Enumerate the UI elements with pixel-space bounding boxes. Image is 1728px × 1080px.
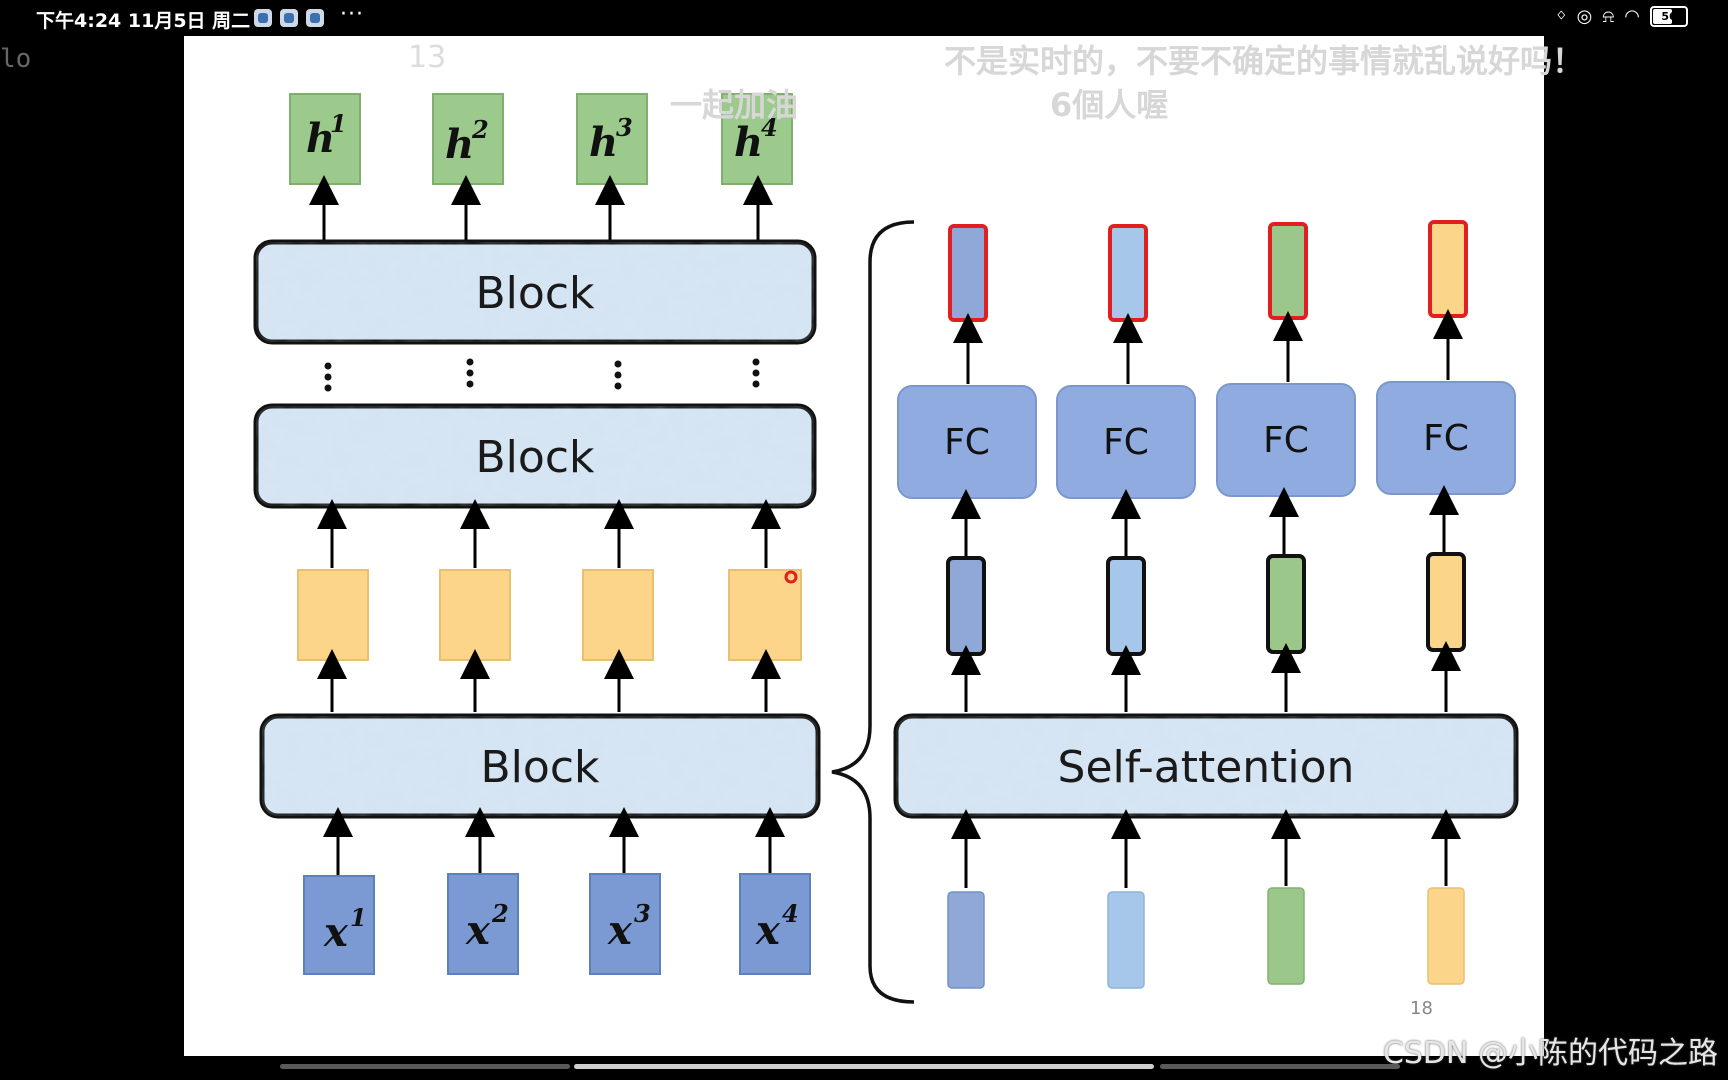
svg-text:x: x <box>607 907 633 954</box>
svg-text:Self-attention: Self-attention <box>1058 742 1355 793</box>
mute-bell-icon: ⍾ <box>1602 6 1615 27</box>
danmaku-number: 13 <box>408 40 447 75</box>
battery-icon: 56 <box>1650 6 1688 27</box>
side-ghost-text: lo <box>0 44 32 74</box>
status-time: 下午4:24 11月5日 周二 <box>36 10 251 32</box>
svg-text:Block: Block <box>475 268 595 319</box>
fc-layer-3: FC <box>1216 383 1356 497</box>
notification-icons <box>254 9 324 27</box>
app-notification-icon <box>280 9 298 27</box>
input-x3-box: x 3 <box>589 873 661 975</box>
home-indicator[interactable] <box>574 1064 1154 1069</box>
danmaku-comment: 不是实时的，不要不确定的事情就乱说好吗！ <box>944 42 1585 80</box>
to-fc-arrows <box>951 485 1459 556</box>
svg-text:2: 2 <box>471 115 489 144</box>
detail-output-vectors <box>948 220 1468 322</box>
csdn-watermark: CSDN @小陈的代码之路 <box>1382 1036 1718 1071</box>
svg-text:4: 4 <box>761 113 778 142</box>
app-notification-icon <box>306 9 324 27</box>
more-icon[interactable]: ··· <box>340 2 364 27</box>
top-arrows <box>309 175 773 240</box>
svg-text:h: h <box>589 119 618 166</box>
svg-text:Block: Block <box>475 432 595 483</box>
to-attention-arrows <box>951 809 1461 888</box>
output-h3-box: h 3 <box>576 93 648 185</box>
svg-text:3: 3 <box>616 113 633 142</box>
svg-text:h: h <box>734 119 763 166</box>
svg-text:h: h <box>445 121 474 168</box>
attention-output-vectors <box>946 552 1466 656</box>
bluetooth-icon: ᛜ <box>1555 6 1567 27</box>
transformer-encoder-diagram: h 1 h 2 h 3 h 4 Block <box>253 93 1519 1004</box>
fc-layer-2: FC <box>1056 385 1196 499</box>
svg-text:3: 3 <box>634 899 651 928</box>
danmaku-comment: 6個人喔 <box>1050 86 1169 124</box>
svg-text:x: x <box>323 909 349 956</box>
output-h1-box: h 1 <box>289 93 361 185</box>
danmaku-comment: 一起加油 <box>670 86 799 124</box>
hidden-box-4 <box>728 569 802 661</box>
from-attention-arrows <box>951 641 1461 712</box>
block-middle: Block <box>253 403 817 509</box>
output-h2-box: h 2 <box>432 93 504 185</box>
bottom-block-up-arrows <box>317 649 781 712</box>
hidden-box-3 <box>582 569 654 661</box>
svg-text:x: x <box>465 907 491 954</box>
output-h4-box: h 4 <box>721 93 793 185</box>
slide: h 1 h 2 h 3 h 4 Block <box>184 36 1584 1056</box>
hidden-box-2 <box>439 569 511 661</box>
home-indicator-segment <box>1160 1064 1400 1069</box>
fc-output-arrows <box>953 309 1463 384</box>
svg-text:4: 4 <box>782 899 799 928</box>
svg-text:FC: FC <box>944 422 990 463</box>
input-x1-box: x 1 <box>303 875 375 975</box>
input-arrows <box>323 807 785 876</box>
block-top: Block <box>253 239 817 345</box>
fc-layer-4: FC <box>1376 381 1516 495</box>
svg-text:x: x <box>755 907 781 954</box>
input-x4-box: x 4 <box>739 873 811 975</box>
vertical-ellipsis <box>324 358 760 392</box>
svg-text:2: 2 <box>491 899 509 928</box>
svg-text:1: 1 <box>330 109 347 138</box>
svg-text:FC: FC <box>1103 422 1149 463</box>
block-bottom: Block <box>259 713 821 819</box>
mid-arrows <box>317 499 781 568</box>
app-notification-icon <box>254 9 272 27</box>
self-attention-block: Self-attention <box>893 713 1519 819</box>
wifi-icon: ◠ <box>1624 6 1640 27</box>
svg-text:1: 1 <box>350 903 367 932</box>
battery-level: 56 <box>1661 10 1677 23</box>
curly-brace <box>831 220 915 1004</box>
home-indicator-segment <box>280 1064 570 1069</box>
screen-record-icon: ◎ <box>1576 6 1593 27</box>
system-icons: ᛜ ◎ ⍾ ◠ 56 <box>1556 6 1688 27</box>
status-bar: 下午4:24 11月5日 周二 ··· ᛜ ◎ ⍾ ◠ 56 <box>0 0 1728 36</box>
attention-input-vectors <box>947 887 1465 989</box>
input-x2-box: x 2 <box>447 873 519 975</box>
pointer-cursor-icon <box>784 570 798 584</box>
slide-number: 18 <box>1410 998 1433 1019</box>
yellow-hidden-boxes <box>297 569 802 661</box>
svg-text:Block: Block <box>480 742 600 793</box>
hidden-box-1 <box>297 569 369 661</box>
svg-text:FC: FC <box>1263 420 1309 461</box>
svg-text:h: h <box>306 115 335 162</box>
fc-layer-1: FC <box>897 385 1037 499</box>
svg-text:FC: FC <box>1423 418 1469 459</box>
